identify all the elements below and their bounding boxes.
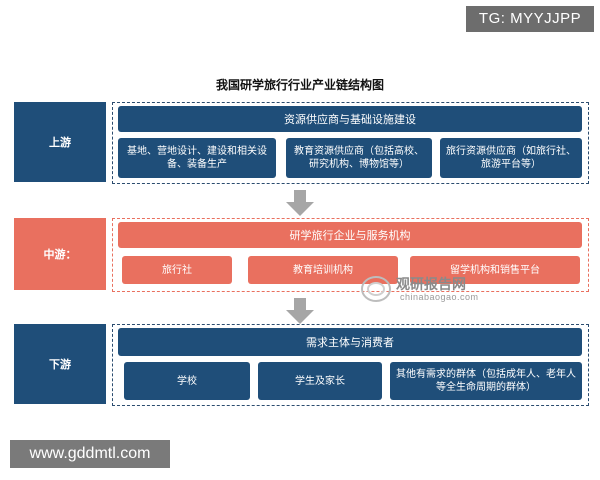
midstream-label-text: 中游： <box>43 248 77 261</box>
downstream-header: 需求主体与消费者 <box>118 328 582 356</box>
downstream-label-text: 下游 <box>49 358 71 371</box>
upstream-item-2: 教育资源供应商（包括高校、研究机构、博物馆等） <box>286 138 432 178</box>
chinabaogao-logo: 观研报告网 chinabaogao.com <box>360 272 490 306</box>
downstream-container <box>112 324 589 406</box>
logo-en-text: chinabaogao.com <box>400 292 479 302</box>
upstream-header: 资源供应商与基础设施建设 <box>118 106 582 132</box>
upstream-item-1: 基地、营地设计、建设和相关设备、装备生产 <box>118 138 276 178</box>
upstream-item-3: 旅行资源供应商（如旅行社、旅游平台等） <box>440 138 582 178</box>
midstream-item-3: 留学机构和销售平台 <box>410 256 580 284</box>
watermark-tag: TG: MYYJJPP <box>466 6 594 32</box>
downstream-item-3: 其他有需求的群体（包括成年人、老年人等全生命周期的群体） <box>390 362 582 400</box>
midstream-label: 中游： <box>14 218 106 290</box>
midstream-item-2: 教育培训机构 <box>248 256 398 284</box>
downstream-item-2: 学生及家长 <box>258 362 382 400</box>
watermark-url: www.gddmtl.com <box>10 440 170 468</box>
diagram-title: 我国研学旅行行业产业链结构图 <box>215 78 384 92</box>
logo-cn-text: 观研报告网 <box>396 277 466 293</box>
downstream-label: 下游 <box>14 324 106 404</box>
midstream-container <box>112 218 589 292</box>
upstream-label-text: 上游 <box>49 136 71 149</box>
midstream-item-1: 旅行社 <box>122 256 232 284</box>
swirl-logo-icon <box>361 276 391 302</box>
downstream-item-1: 学校 <box>124 362 250 400</box>
down-arrow-icon <box>286 298 314 324</box>
upstream-label: 上游 <box>14 102 106 182</box>
upstream-container <box>112 102 589 184</box>
down-arrow-icon <box>286 190 314 216</box>
midstream-header: 研学旅行企业与服务机构 <box>118 222 582 248</box>
